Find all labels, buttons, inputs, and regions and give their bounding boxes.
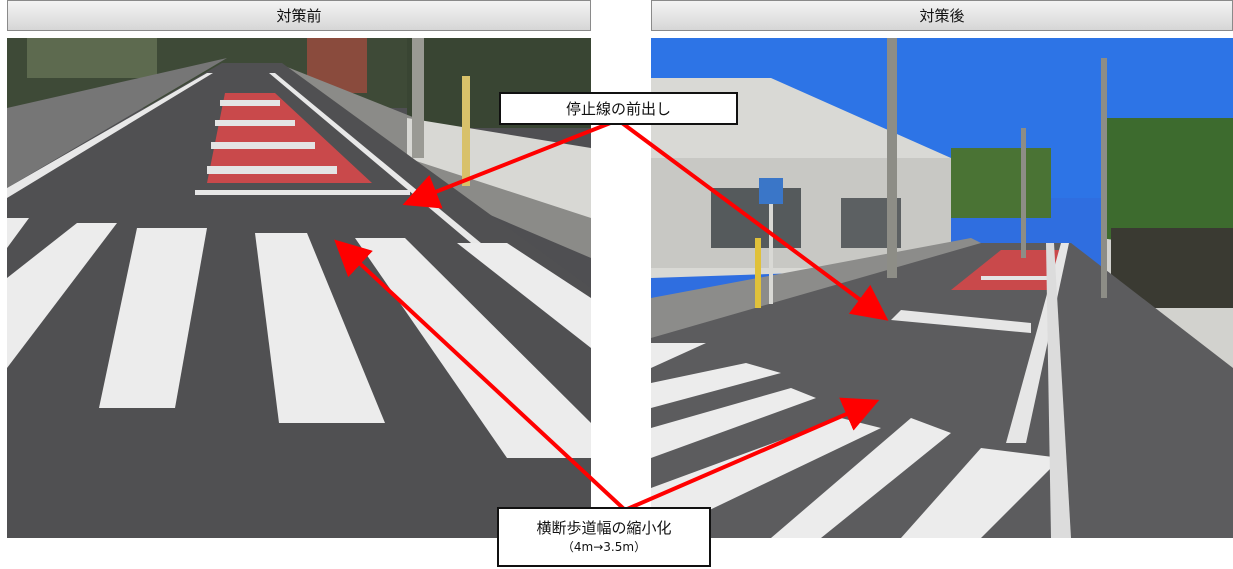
after-photo — [651, 38, 1233, 538]
before-panel-title: 対策前 — [276, 7, 322, 25]
stop-line-callout-label: 停止線の前出し — [565, 100, 671, 118]
crosswalk-callout-label: 横断歩道幅の縮小化 — [536, 519, 672, 537]
before-panel-header: 対策前 — [7, 0, 591, 31]
after-panel-title: 対策後 — [919, 7, 965, 25]
crosswalk-callout-detail: （4m→3.5m） — [561, 540, 647, 554]
crosswalk-callout: 横断歩道幅の縮小化 （4m→3.5m） — [497, 507, 711, 567]
stop-line-callout: 停止線の前出し — [499, 92, 738, 125]
after-panel-header: 対策後 — [651, 0, 1233, 31]
